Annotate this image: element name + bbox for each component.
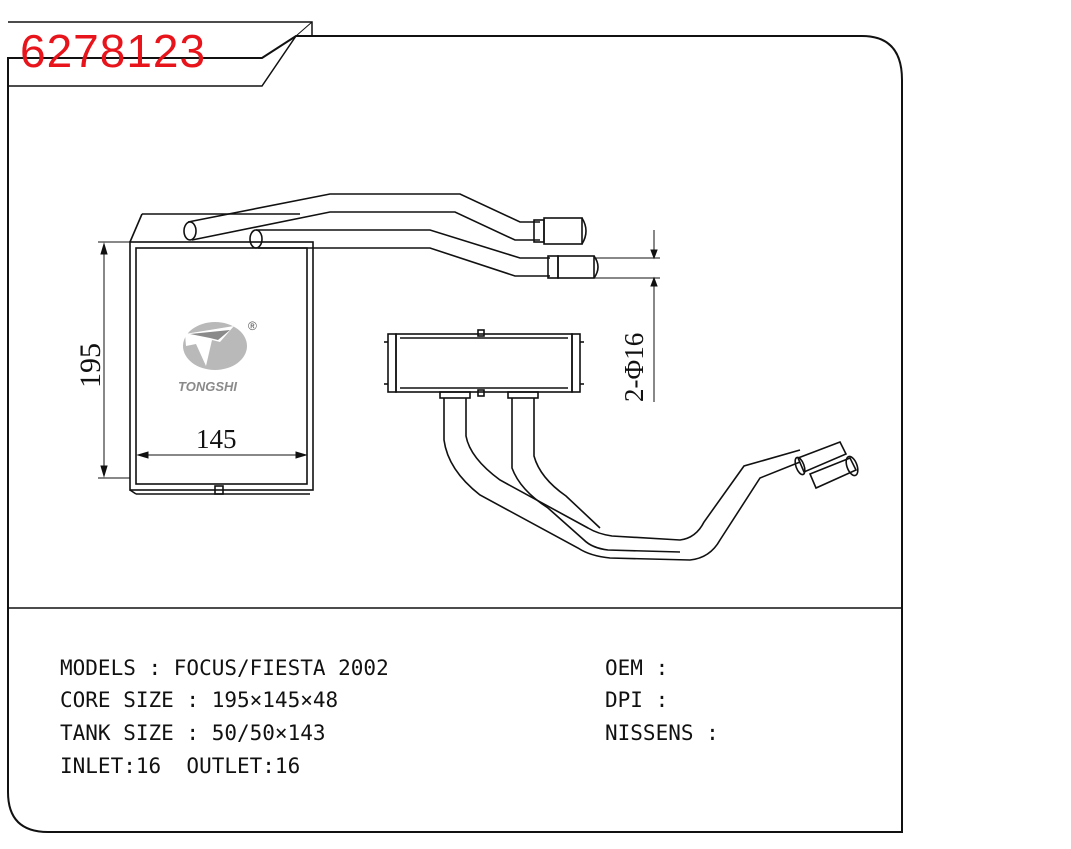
spec-models: MODELS : FOCUS/FIESTA 2002 (60, 656, 389, 680)
registered-mark: ® (248, 319, 257, 333)
spec-tank-size: TANK SIZE : 50/50×143 (60, 721, 326, 745)
spec-core-size: CORE SIZE : 195×145×48 (60, 688, 339, 712)
brand-logo: TONGSHI ® (178, 319, 257, 394)
part-number: 6278123 (20, 25, 207, 77)
height-dimension-lines (98, 241, 130, 479)
side-pipes (443, 398, 859, 561)
core-front-view (129, 213, 314, 495)
part-number-tab (8, 21, 313, 87)
pipe-diameter-label: 2-Φ16 (619, 333, 649, 402)
front-pipes (183, 193, 599, 279)
spec-nissens: NISSENS : (605, 721, 719, 745)
sheet-frame (7, 35, 903, 833)
spec-inlet-outlet: INLET:16 OUTLET:16 (60, 754, 301, 778)
width-dimension-label: 145 (196, 424, 237, 454)
height-dimension-label: 195 (74, 343, 107, 388)
core-side-view (384, 329, 584, 399)
spec-oem: OEM : (605, 656, 669, 680)
brand-logo-text: TONGSHI (178, 379, 237, 394)
width-dimension-lines (136, 451, 308, 459)
pipe-dimension-lines (594, 230, 660, 402)
spec-dpi: DPI : (605, 688, 669, 712)
